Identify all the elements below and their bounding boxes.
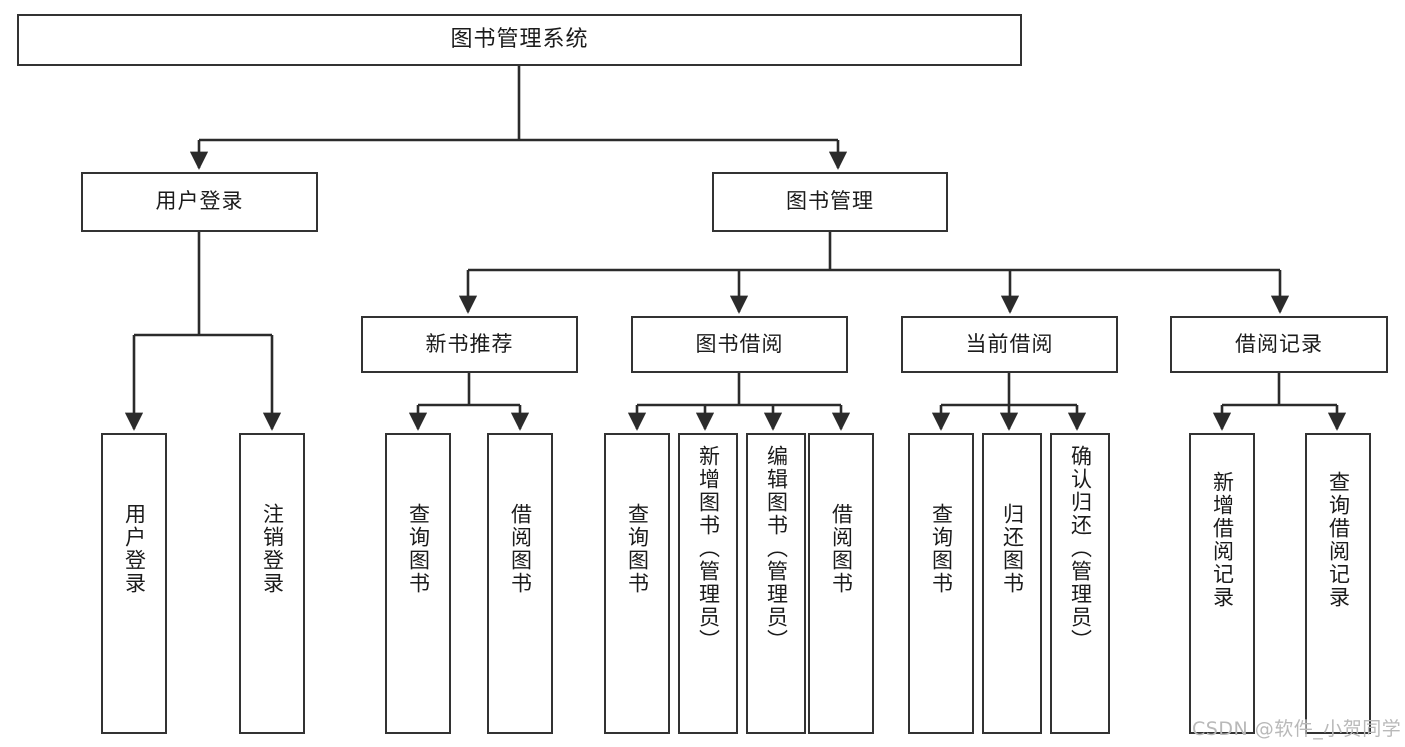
leaf-label: 查询借阅记录 — [1326, 471, 1351, 609]
node-label: 新书推荐 — [425, 331, 514, 356]
leaf-borrow-book[interactable]: 借阅图书 — [808, 433, 874, 734]
leaf-label: 查询图书 — [929, 503, 954, 595]
leaf-borrow-book-recommend[interactable]: 借阅图书 — [487, 433, 553, 734]
leaf-label: 借阅图书 — [829, 503, 854, 595]
leaf-label: 查询图书 — [625, 503, 650, 595]
node-current-borrow[interactable]: 当前借阅 — [901, 316, 1118, 373]
node-root-book-management-system[interactable]: 图书管理系统 — [17, 14, 1022, 66]
node-label: 借阅记录 — [1235, 331, 1323, 356]
node-user-login[interactable]: 用户登录 — [81, 172, 318, 232]
leaf-confirm-return-admin[interactable]: 确认归还（管理员） — [1050, 433, 1110, 734]
node-label: 图书管理系统 — [450, 26, 589, 52]
leaf-query-borrow-record[interactable]: 查询借阅记录 — [1305, 433, 1371, 734]
leaf-add-borrow-record[interactable]: 新增借阅记录 — [1189, 433, 1255, 734]
leaf-user-login[interactable]: 用户登录 — [101, 433, 167, 734]
leaf-query-book-recommend[interactable]: 查询图书 — [385, 433, 451, 734]
node-label: 图书管理 — [786, 189, 874, 214]
node-book-management[interactable]: 图书管理 — [712, 172, 948, 232]
leaf-add-book-admin[interactable]: 新增图书（管理员） — [678, 433, 738, 734]
leaf-label: 归还图书 — [1000, 503, 1025, 595]
leaf-label: 编辑图书（管理员） — [764, 445, 789, 652]
watermark-text: CSDN @软件_小贺同学 — [1192, 718, 1402, 740]
leaf-label: 确认归还（管理员） — [1068, 445, 1093, 652]
node-label: 用户登录 — [155, 189, 244, 214]
leaf-label: 新增图书（管理员） — [696, 445, 721, 652]
leaf-return-book[interactable]: 归还图书 — [982, 433, 1042, 734]
node-label: 当前借阅 — [965, 331, 1054, 356]
watermark-credit: CSDN @软件_小贺同学 — [1192, 714, 1401, 741]
leaf-query-book-current[interactable]: 查询图书 — [908, 433, 974, 734]
node-label: 图书借阅 — [695, 331, 784, 356]
node-book-borrow[interactable]: 图书借阅 — [631, 316, 848, 373]
leaf-query-book-borrow[interactable]: 查询图书 — [604, 433, 670, 734]
leaf-label: 新增借阅记录 — [1210, 471, 1235, 609]
leaf-edit-book-admin[interactable]: 编辑图书（管理员） — [746, 433, 806, 734]
leaf-logout[interactable]: 注销登录 — [239, 433, 305, 734]
leaf-label: 注销登录 — [260, 503, 285, 595]
node-new-book-recommend[interactable]: 新书推荐 — [361, 316, 578, 373]
leaf-label: 借阅图书 — [508, 503, 533, 595]
leaf-label: 用户登录 — [122, 503, 147, 595]
leaf-label: 查询图书 — [406, 503, 431, 595]
node-borrow-record[interactable]: 借阅记录 — [1170, 316, 1388, 373]
